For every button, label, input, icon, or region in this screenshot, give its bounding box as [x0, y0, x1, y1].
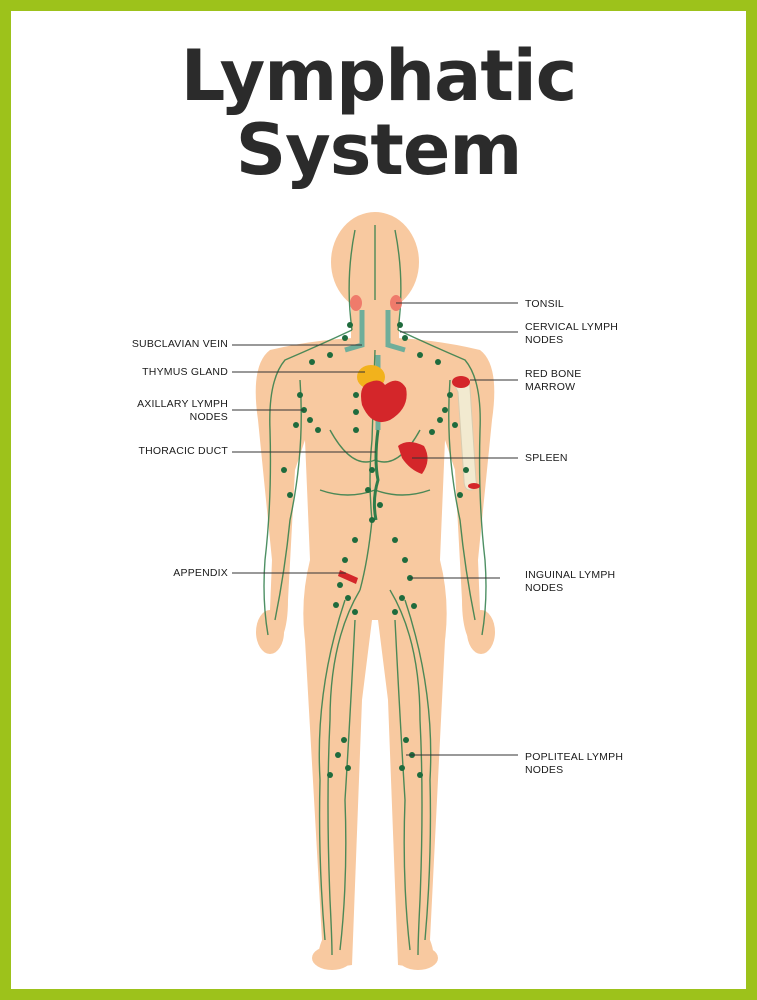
label-subclavian-vein: SUBCLAVIAN VEIN: [131, 338, 228, 350]
label-tonsil: TONSIL: [525, 298, 564, 310]
title-line-2: System: [235, 109, 523, 191]
humerus-bone: [451, 376, 480, 491]
tonsil-left: [350, 295, 362, 311]
label-appendix: APPENDIX: [173, 567, 228, 579]
label-spleen: SPLEEN: [525, 452, 568, 464]
title-line-1: Lymphatic: [180, 35, 578, 117]
label-cervical-lymph-nodes: CERVICAL LYMPH NODES: [525, 321, 619, 346]
heart-organ: [361, 380, 407, 423]
label-thoracic-duct: THORACIC DUCT: [138, 445, 228, 457]
label-red-bone-marrow: RED BONE MARROW: [525, 368, 582, 393]
label-inguinal-lymph-nodes: INGUINAL LYMPH NODES: [525, 569, 616, 594]
label-axillary-lymph-nodes: AXILLARY LYMPH NODES: [137, 398, 228, 423]
body-silhouette: [255, 212, 495, 970]
label-popliteal-lymph-nodes: POPLITEAL LYMPH NODES: [525, 751, 624, 776]
leader-lines: [232, 302, 518, 756]
thoracic-duct: [372, 429, 380, 521]
label-thymus-gland: THYMUS GLAND: [142, 366, 228, 378]
